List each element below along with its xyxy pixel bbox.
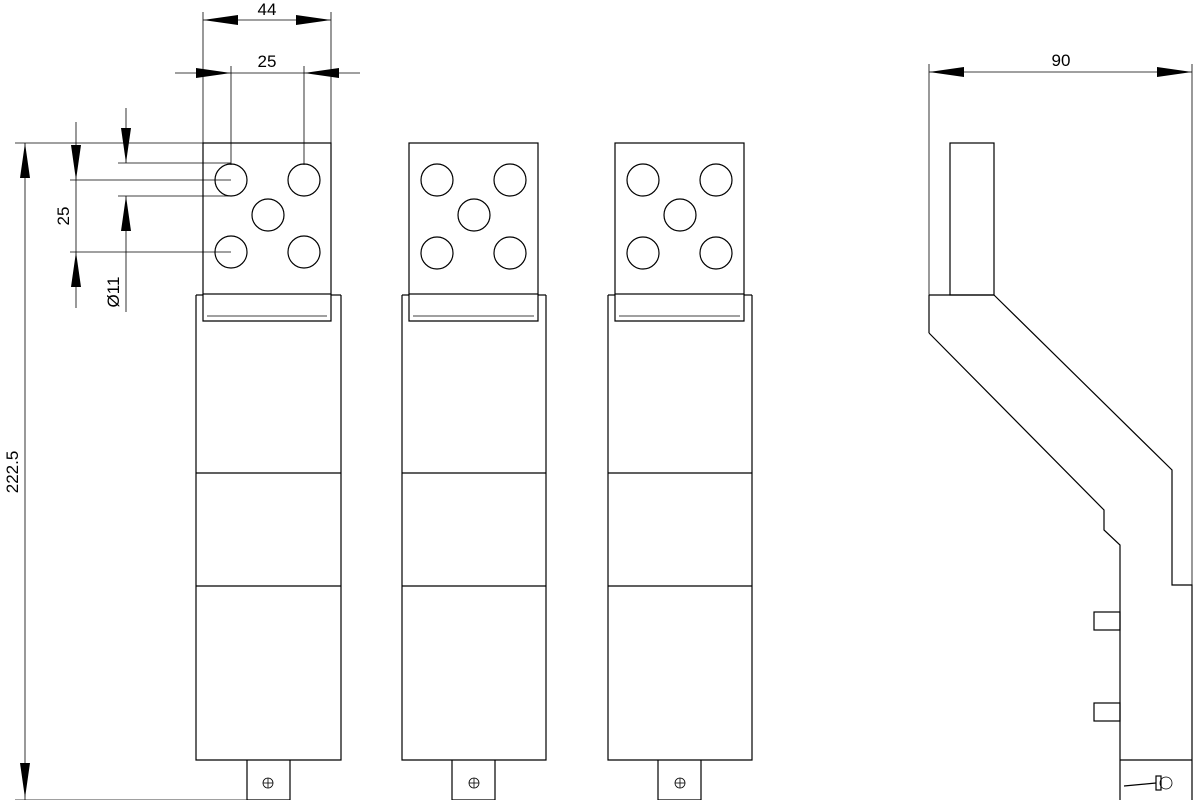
clamp — [408, 294, 539, 322]
hole-spacing-horizontal-label: 25 — [258, 52, 277, 71]
housing-body — [607, 295, 753, 761]
housing-outline-back — [993, 294, 1193, 800]
front-view-3 — [607, 142, 753, 800]
bolt-holes — [420, 163, 527, 270]
screw-side-icon — [1123, 775, 1173, 791]
dimension-hole-spacing-horizontal: 25 — [175, 52, 360, 165]
dimension-hole-diameter: Ø11 — [104, 108, 231, 312]
dimension-overall-height: 222.5 — [3, 142, 247, 800]
terminal-plate-side — [949, 142, 995, 296]
bolt-holes — [214, 163, 321, 269]
front-view-1 — [195, 142, 342, 800]
terminal-plate — [202, 142, 332, 295]
screw-icon — [468, 777, 480, 789]
dimension-hole-spacing-vertical: 25 — [54, 122, 231, 308]
screw-icon — [262, 777, 274, 789]
overall-height-label: 222.5 — [3, 451, 22, 494]
hole-diameter-label: Ø11 — [104, 277, 123, 308]
side-view — [928, 142, 1193, 800]
terminal-plate — [614, 142, 745, 295]
housing-body — [195, 295, 342, 761]
mounting-foot — [657, 760, 702, 800]
terminal-plate — [408, 142, 539, 295]
side-depth-label: 90 — [1052, 51, 1071, 70]
overall-width-label: 44 — [258, 0, 277, 19]
tab-lower — [1093, 702, 1121, 722]
clamp — [202, 294, 332, 322]
housing-outline-front — [928, 332, 1121, 800]
dimension-side-depth: 90 — [928, 51, 1193, 585]
dimension-overall-width: 44 — [202, 0, 332, 143]
screw-icon — [674, 777, 686, 789]
housing-body — [401, 295, 547, 761]
bolt-holes — [626, 163, 733, 270]
tab-upper — [1093, 611, 1121, 631]
front-view-2 — [401, 142, 547, 800]
mounting-foot — [451, 760, 496, 800]
mounting-foot — [246, 760, 291, 800]
clamp — [614, 294, 745, 322]
hole-spacing-vertical-label: 25 — [54, 207, 73, 226]
